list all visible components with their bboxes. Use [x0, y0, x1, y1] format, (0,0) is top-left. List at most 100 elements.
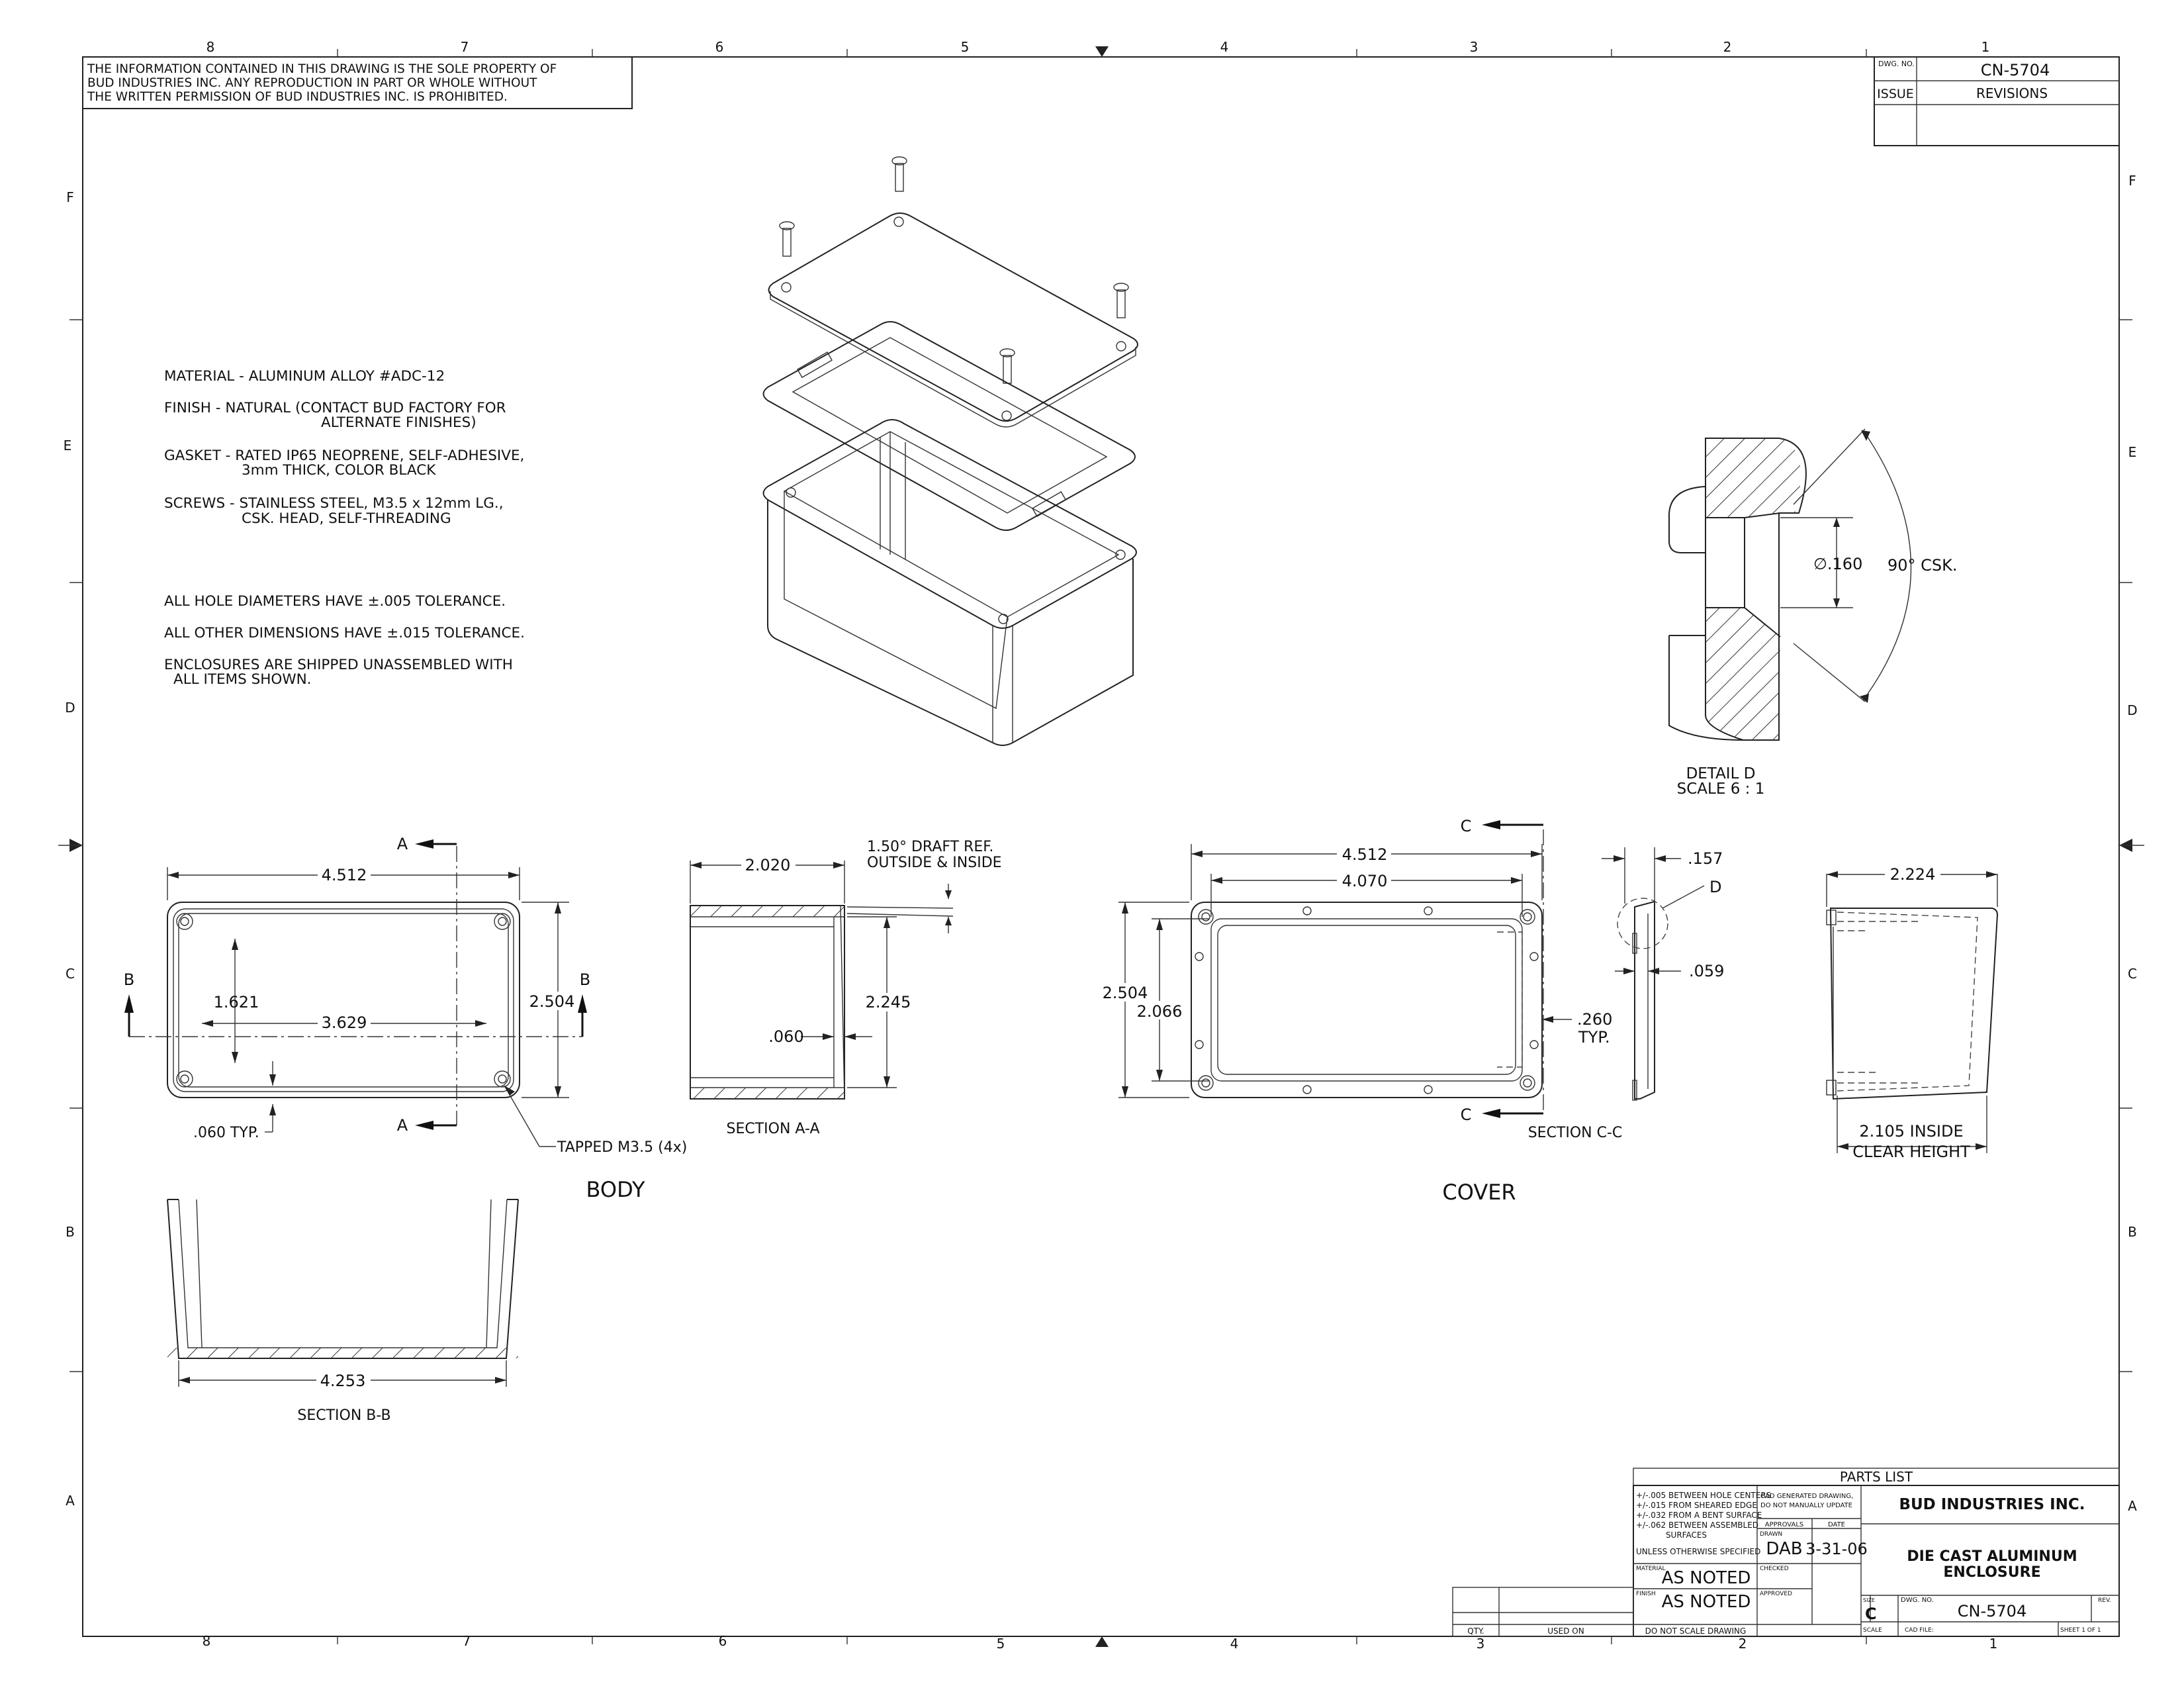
body-height-dim: 2.504: [529, 992, 575, 1011]
cover-section-mark-c-top: C: [1461, 817, 1472, 835]
section-cc-thickness: .157: [1688, 849, 1723, 868]
section-bb-label: SECTION B-B: [297, 1407, 390, 1424]
body-section-mark-b-left: B: [124, 970, 134, 989]
tb-title-2: ENCLOSURE: [1943, 1564, 2040, 1581]
cover-section-mark-c-bottom: C: [1461, 1105, 1472, 1124]
zone-row-D-left: D: [65, 700, 75, 716]
cover-width-dim: 4.512: [1342, 845, 1388, 864]
isometric-assembly: [762, 156, 1138, 746]
tb-tol-1: +/-.005 BETWEEN HOLE CENTERS: [1636, 1491, 1771, 1500]
section-c-c-view: .157 D .059 SECTION C-C: [1528, 847, 1724, 1141]
section-aa-depth: 2.020: [745, 856, 791, 874]
zone-col-4-bottom: 4: [1230, 1636, 1239, 1652]
screw-1: [891, 156, 907, 192]
body-inner-width-dim: 3.629: [322, 1013, 367, 1032]
detail-d-scale: SCALE 6 : 1: [1677, 780, 1765, 798]
section-a-a-view: 2.020 1.50° DRAFT REF. OUTSIDE & INSIDE …: [690, 839, 1002, 1137]
zone-col-5-top: 5: [961, 39, 970, 55]
section-aa-draft-2: OUTSIDE & INSIDE: [867, 855, 1002, 871]
zone-col-8-bottom: 8: [203, 1633, 211, 1649]
cover-top-view: .260 TYP. C C 4.512 4.070 2.504: [1100, 817, 1612, 1205]
rev-dwg-no: CN-5704: [1981, 61, 2050, 79]
tb-approvals: APPROVALS: [1765, 1521, 1804, 1528]
tb-cad-2: DO NOT MANUALLY UPDATE: [1760, 1502, 1852, 1509]
zone-row-C-right: C: [2128, 966, 2137, 982]
section-cc-label: SECTION C-C: [1528, 1125, 1623, 1141]
zone-row-E-right: E: [2128, 444, 2137, 460]
zone-col-3-top: 3: [1470, 39, 1479, 55]
center-arrow-bottom: [1095, 1636, 1109, 1647]
zone-row-A-left: A: [66, 1493, 75, 1509]
tb-tol-5: SURFACES: [1666, 1530, 1707, 1540]
copyright-notice: THE INFORMATION CONTAINED IN THIS DRAWIN…: [82, 56, 633, 109]
tb-material: AS NOTED: [1662, 1568, 1751, 1588]
detail-d-label: DETAIL D: [1686, 765, 1756, 782]
zone-row-E-left: E: [64, 438, 72, 453]
zone-row-F-right: F: [2128, 173, 2136, 189]
body-wall-typ: .060 TYP.: [193, 1125, 259, 1141]
zone-labels: 8 7 6 5 4 3 2 1 8 7 6 5 4 3 2 1 F E D C …: [64, 39, 2138, 1652]
center-arrow-top: [1095, 46, 1109, 57]
tb-company: BUD INDUSTRIES INC.: [1899, 1496, 2085, 1513]
rev-dwg-no-label: DWG. NO.: [1878, 60, 1915, 68]
body-section-mark-a-bottom: A: [397, 1116, 408, 1135]
cover-height-dim: 2.504: [1103, 984, 1148, 1002]
body-view-title: BODY: [586, 1177, 645, 1202]
tb-tol-3: +/-.032 FROM A BENT SURFACE: [1636, 1511, 1762, 1520]
zone-col-7-top: 7: [461, 39, 469, 55]
note-tol-holes: ALL HOLE DIAMETERS HAVE ±.005 TOLERANCE.: [164, 593, 506, 610]
zone-row-F-left: F: [66, 189, 74, 205]
note-shipped-2: ALL ITEMS SHOWN.: [173, 671, 312, 688]
note-screws-1: SCREWS - STAINLESS STEEL, M3.5 x 12mm LG…: [164, 495, 504, 512]
body-width-dim: 4.512: [322, 866, 367, 884]
tb-cad-file-label: CAD FILE:: [1905, 1627, 1934, 1634]
detail-d-csk: 90° CSK.: [1888, 556, 1958, 575]
tb-drawn-date: 3-31-06: [1805, 1540, 1868, 1558]
tb-title-1: DIE CAST ALUMINUM: [1907, 1548, 2077, 1565]
copyright-line-1: THE INFORMATION CONTAINED IN THIS DRAWIN…: [87, 62, 557, 76]
tb-no-scale: DO NOT SCALE DRAWING: [1645, 1626, 1747, 1636]
tb-size: C: [1865, 1605, 1877, 1623]
cover-edge-dim: .260: [1577, 1010, 1612, 1029]
note-tol-other: ALL OTHER DIMENSIONS HAVE ±.015 TOLERANC…: [164, 625, 525, 641]
tb-finish-label: FINISH: [1636, 1591, 1656, 1597]
tb-drawn-label: DRAWN: [1760, 1531, 1782, 1538]
zone-col-7-bottom: 7: [463, 1633, 471, 1649]
tb-cad-1: CAD GENERATED DRAWING,: [1760, 1493, 1853, 1500]
detail-d-diameter: ∅.160: [1813, 555, 1862, 573]
section-b-b-view: 4.253 SECTION B-B: [167, 1199, 519, 1424]
tb-qty: QTY.: [1467, 1626, 1484, 1636]
note-finish-2: ALTERNATE FINISHES): [321, 414, 477, 431]
tb-dwg-no-label: DWG. NO.: [1901, 1597, 1934, 1604]
zone-col-5-bottom: 5: [997, 1636, 1005, 1652]
section-cc-detail-callout: D: [1709, 878, 1721, 896]
parts-list-header: PARTS LIST: [1840, 1469, 1913, 1485]
cover-edge-typ: TYP.: [1578, 1028, 1610, 1047]
cover-view-title: COVER: [1442, 1180, 1516, 1205]
general-notes: MATERIAL - ALUMINUM ALLOY #ADC-12 FINISH…: [164, 368, 525, 688]
body-tapped-callout: TAPPED M3.5 (4x): [557, 1139, 687, 1156]
note-gasket-1: GASKET - RATED IP65 NEOPRENE, SELF-ADHES…: [164, 447, 524, 464]
tb-tol-4: +/-.062 BETWEEN ASSEMBLED: [1636, 1521, 1758, 1530]
copyright-line-3: THE WRITTEN PERMISSION OF BUD INDUSTRIES…: [87, 90, 508, 104]
body-section-mark-b-right: B: [580, 970, 590, 989]
section-aa-wall: .060: [768, 1027, 803, 1046]
section-cc-lip: .059: [1689, 962, 1724, 980]
zone-col-3-bottom: 3: [1477, 1636, 1485, 1652]
zone-row-B-left: B: [66, 1224, 75, 1240]
section-aa-label: SECTION A-A: [727, 1121, 820, 1137]
tb-rev-label: REV.: [2098, 1597, 2111, 1604]
rev-revisions-label: REVISIONS: [1976, 85, 2048, 101]
note-finish-1: FINISH - NATURAL (CONTACT BUD FACTORY FO…: [164, 400, 506, 416]
side-view-width: 2.224: [1890, 865, 1936, 884]
zone-row-A-right: A: [2128, 1498, 2137, 1514]
tb-approved-label: APPROVED: [1760, 1591, 1792, 1597]
zone-col-1-bottom: 1: [1989, 1636, 1998, 1652]
zone-col-4-top: 4: [1220, 39, 1229, 55]
tb-scale-label: SCALE: [1863, 1627, 1882, 1634]
detail-d-view: ∅.160 90° CSK. DETAIL D SCALE 6 : 1: [1668, 428, 1958, 798]
section-bb-width: 4.253: [320, 1372, 366, 1390]
copyright-line-2: BUD INDUSTRIES INC. ANY REPRODUCTION IN …: [87, 76, 537, 90]
cover-inner-width-dim: 4.070: [1342, 872, 1388, 890]
screw-2: [779, 221, 795, 257]
